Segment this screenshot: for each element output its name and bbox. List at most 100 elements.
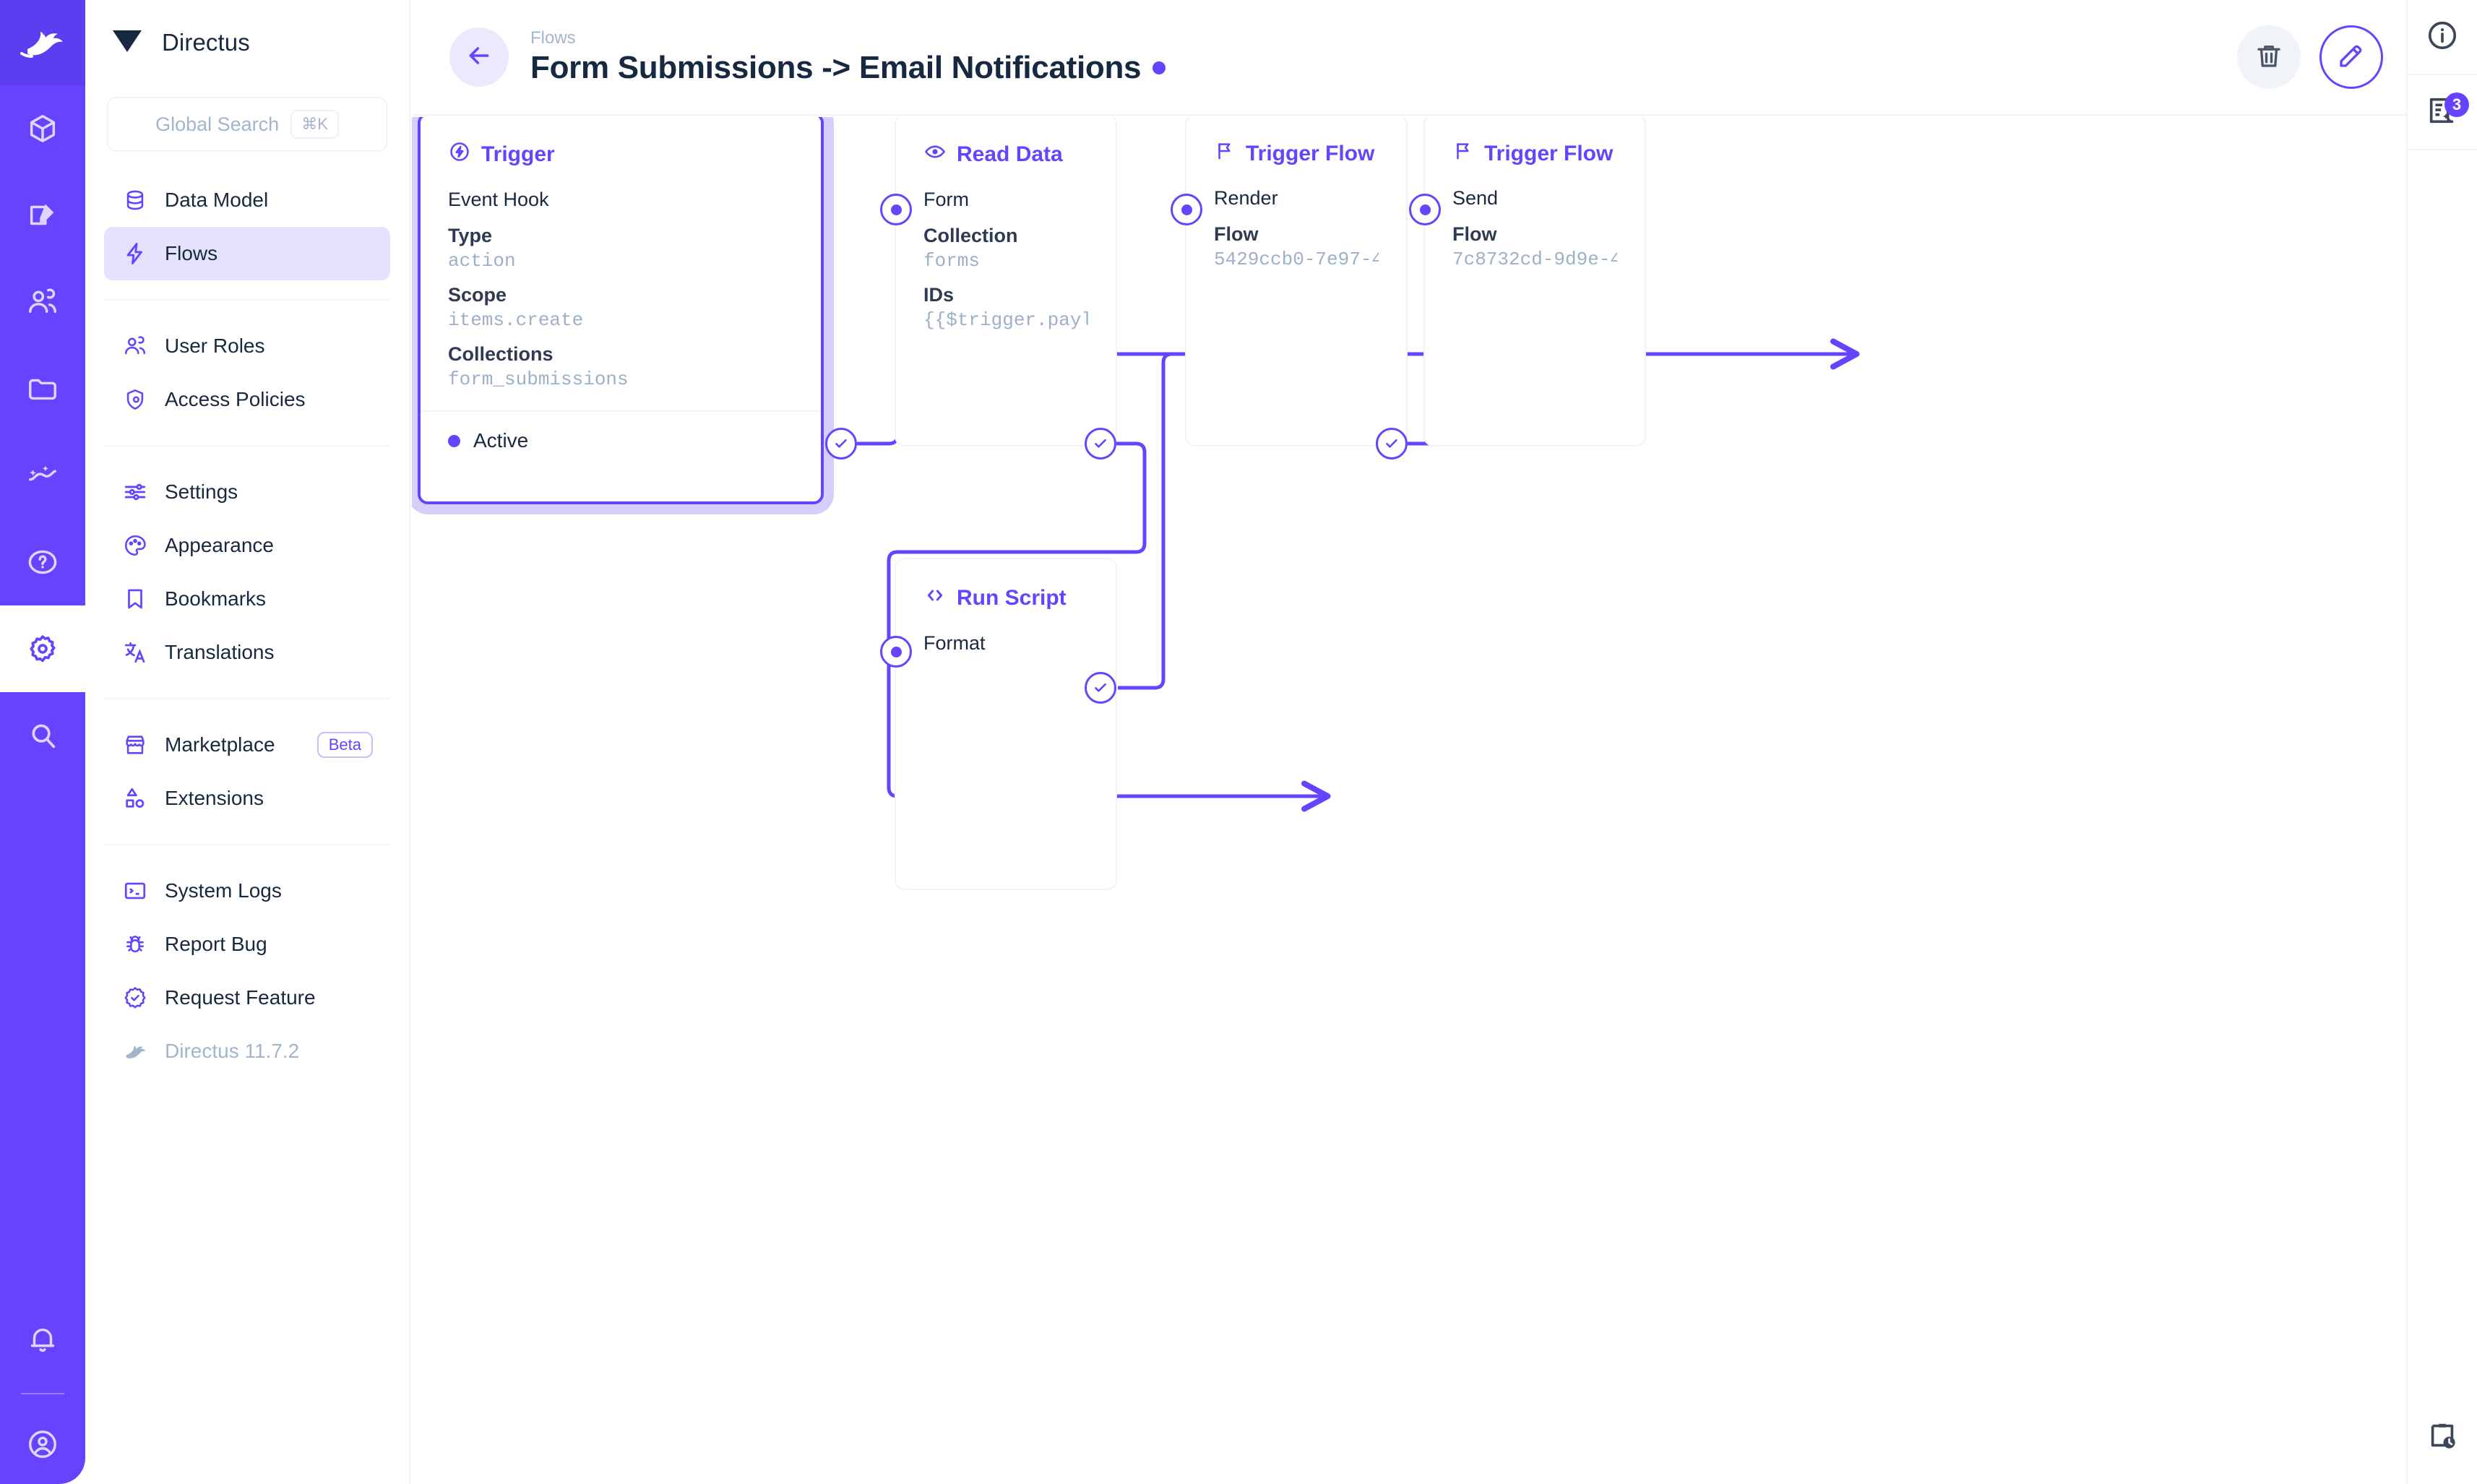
sidebar-item-label: Extensions: [165, 787, 264, 809]
rail-divider: [21, 1393, 64, 1394]
rail-item-help[interactable]: [0, 519, 85, 605]
field-value: items.create: [448, 309, 584, 332]
sidebar-item-report-bug[interactable]: Report Bug: [104, 918, 390, 971]
port-dot-icon: [1181, 204, 1192, 215]
search-icon: [26, 719, 59, 752]
node-type-label: Trigger Flow: [1246, 142, 1375, 165]
global-search-input[interactable]: Global Search ⌘K: [107, 97, 387, 152]
sidebar-item-extensions[interactable]: Extensions: [104, 772, 390, 825]
nav-group-5: System Logs Report Bug R: [85, 864, 409, 1078]
rail-item-settings[interactable]: [0, 605, 85, 692]
flow-node-trigger-flow-render[interactable]: Trigger Flow Render Flow 5429ccb0-7e97-4…: [1185, 117, 1408, 447]
rail-item-content[interactable]: [0, 85, 85, 172]
flow-node-read-data[interactable]: Read Data Form Collection forms IDs {{$t…: [895, 117, 1117, 447]
status-dot-icon: [448, 434, 460, 447]
port-trigger-flow-render-input[interactable]: [1171, 194, 1202, 225]
port-run-script-resolve[interactable]: [1085, 672, 1116, 704]
arrow-left-icon: [465, 41, 494, 74]
sidebar-item-label: Directus 11.7.2: [165, 1040, 300, 1062]
nav-divider: [104, 445, 390, 447]
sidebar-item-user-roles[interactable]: User Roles: [104, 319, 390, 373]
sidebar-item-data-model[interactable]: Data Model: [104, 173, 390, 227]
settings-sidebar: Directus Global Search ⌘K Data Model: [85, 0, 410, 1484]
port-trigger-flow-render-resolve[interactable]: [1376, 428, 1408, 460]
header-actions: [2237, 25, 2383, 89]
sidebar-item-label: Access Policies: [165, 388, 306, 410]
sidebar-item-label: Translations: [165, 641, 275, 663]
code-icon: [923, 584, 947, 613]
rail-item-search[interactable]: [0, 692, 85, 779]
rabbit-icon: [121, 1037, 149, 1065]
gear-icon: [26, 632, 59, 665]
field-value: form_submissions: [448, 368, 629, 391]
translate-icon: [121, 639, 149, 666]
rabbit-logo-icon: [20, 25, 65, 61]
sidebar-item-label: Report Bug: [165, 933, 267, 955]
project-name: Directus: [162, 29, 250, 56]
breadcrumb[interactable]: Flows: [530, 27, 576, 48]
rail-item-files[interactable]: [0, 345, 85, 432]
database-icon: [121, 186, 149, 214]
node-header: Trigger Flow: [1214, 140, 1379, 168]
sidebar-item-label: User Roles: [165, 335, 265, 357]
sidebar-item-settings[interactable]: Settings: [104, 465, 390, 519]
bolt-icon: [121, 240, 149, 267]
sidebar-item-system-logs[interactable]: System Logs: [104, 864, 390, 918]
right-sidebar: 3: [2406, 0, 2477, 1484]
rail-item-insights[interactable]: [0, 432, 85, 519]
nav-group-1: Data Model Flows: [85, 173, 409, 280]
edit-flow-button[interactable]: [2319, 25, 2383, 89]
shield-user-icon: [121, 386, 149, 413]
port-read-data-resolve[interactable]: [1085, 428, 1116, 460]
sidebar-item-access-policies[interactable]: Access Policies: [104, 373, 390, 426]
sparkle-line-icon: [26, 459, 59, 492]
port-run-script-input[interactable]: [880, 636, 912, 668]
trash-icon: [2254, 40, 2284, 74]
directus-logo-button[interactable]: [0, 0, 85, 85]
beta-badge: Beta: [316, 732, 373, 758]
delete-flow-button[interactable]: [2237, 25, 2301, 89]
sidebar-item-marketplace[interactable]: Marketplace Beta: [104, 718, 390, 772]
bug-icon: [121, 931, 149, 958]
nav-group-2: User Roles Access Policies: [85, 319, 409, 426]
sidebar-item-appearance[interactable]: Appearance: [104, 519, 390, 572]
bell-icon: [26, 1323, 59, 1356]
node-type-label: Read Data: [957, 142, 1063, 166]
port-trigger-resolve[interactable]: [825, 428, 857, 460]
info-button[interactable]: [2407, 0, 2477, 75]
nav-group-4: Marketplace Beta Extensions: [85, 718, 409, 825]
node-header: Trigger Flow: [1452, 140, 1617, 168]
main-area: Flows Form Submissions -> Email Notifica…: [412, 0, 2477, 1484]
port-trigger-flow-send-input[interactable]: [1409, 194, 1441, 225]
flow-node-run-script[interactable]: Run Script Format: [895, 558, 1117, 890]
flag-icon: [1214, 140, 1236, 168]
flow-node-trigger[interactable]: Trigger Event Hook Type action Scope ite…: [418, 117, 824, 504]
rail-item-users[interactable]: [0, 259, 85, 345]
rail-item-notifications[interactable]: [0, 1296, 85, 1383]
port-read-data-input[interactable]: [880, 194, 912, 225]
back-button[interactable]: [449, 27, 509, 87]
sliders-icon: [121, 478, 149, 506]
clipboard-clock-icon: [2426, 1419, 2459, 1456]
edit-square-icon: [26, 199, 59, 232]
info-circle-icon: [2426, 19, 2459, 56]
rail-item-editor[interactable]: [0, 172, 85, 259]
flow-node-trigger-flow-send[interactable]: Trigger Flow Send Flow 7c8732cd-9d9e-44b…: [1423, 117, 1646, 447]
sidebar-item-request-feature[interactable]: Request Feature: [104, 971, 390, 1024]
field-label: Type: [448, 225, 493, 247]
sidebar-item-label: System Logs: [165, 879, 282, 902]
people-icon: [121, 332, 149, 360]
box-icon: [26, 112, 59, 145]
sidebar-item-translations[interactable]: Translations: [104, 626, 390, 679]
sidebar-item-bookmarks[interactable]: Bookmarks: [104, 572, 390, 626]
rail-item-account[interactable]: [0, 1405, 85, 1484]
field-value: {{$trigger.payload.form}}: [923, 309, 1088, 332]
port-dot-icon: [890, 646, 902, 657]
revisions-button[interactable]: 3: [2407, 75, 2477, 150]
flow-canvas[interactable]: Trigger Event Hook Type action Scope ite…: [412, 117, 2406, 1484]
node-status: Active: [421, 410, 821, 452]
sidebar-item-flows[interactable]: Flows: [104, 227, 390, 280]
node-header: Read Data: [923, 140, 1088, 169]
logs-button[interactable]: [2407, 1390, 2477, 1484]
